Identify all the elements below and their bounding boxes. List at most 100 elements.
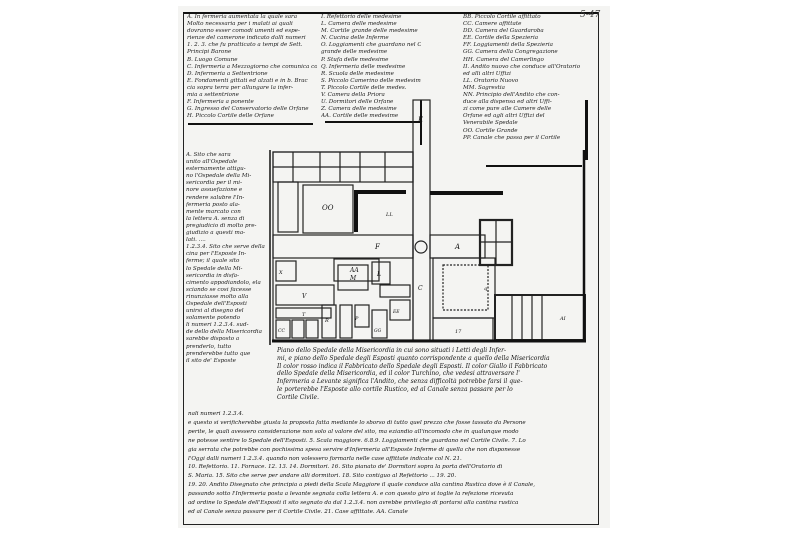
text-line: grande delle medesime <box>321 49 388 56</box>
text-line: prenderebbe tutto que <box>186 350 251 357</box>
text-line: Orfane ed agli altri Uffizi del <box>463 113 545 120</box>
text-line: L. Camera delle medesime <box>321 21 397 28</box>
bottom-paragraph: nali numeri 1.2.3.4. e questo si verifich… <box>188 410 596 517</box>
label-f: F <box>374 243 381 251</box>
label-e: E <box>417 116 423 124</box>
text-line: sciando se così facesse <box>186 286 252 293</box>
text-line: il sito de' Esposte <box>186 357 236 364</box>
text-line: BB. Piccolo Cortile affittato <box>463 14 541 20</box>
text-line: AA. Cortile delle medesime <box>321 113 399 120</box>
text-line: pregiudicio di molto pre- <box>186 222 257 229</box>
text-line: GG. Camera della Congregazione <box>463 49 558 56</box>
text-line: zi come pure alle Camere delle <box>463 106 552 113</box>
text-line: rendere salubre l'In- <box>186 194 245 201</box>
text-line: C. Infermeria a Mezzogiorno che comunica… <box>187 63 317 70</box>
legend-rule-3 <box>486 165 582 167</box>
legend-rule-2 <box>325 121 420 123</box>
text-line: DD. Camera del Guardaroba <box>463 28 544 35</box>
label-cc: CC <box>278 328 285 334</box>
text-line: rienze del camerone indicato dalli numer… <box>187 35 306 42</box>
text-line: Cortile Civile. <box>277 393 319 401</box>
label-ee: EE <box>392 309 400 315</box>
dark-wall-l <box>354 190 406 232</box>
text-line: Venerabile Spedale <box>463 120 518 127</box>
text-line: prenderlo, tutto <box>186 343 232 350</box>
corridor-e <box>412 99 431 341</box>
text-line: G. Ingresso del Conservatorio delle Orfa… <box>187 106 309 113</box>
text-line: Il color rosso indica il Fabbricato dell… <box>277 362 548 370</box>
text-line: ed alli altri Uffizi <box>463 70 511 77</box>
text-line: Q. Infermeria delle medesime <box>321 63 406 70</box>
text-line: cina per l'Esposte In- <box>186 251 247 258</box>
text-line: li numeri 1.2.3.4. sud- <box>186 322 249 329</box>
text-line: lo Spedale della Mi- <box>186 265 243 272</box>
text-line: 1. 2. 3. che fu pratticato a tempi de Se… <box>187 42 303 49</box>
west-block <box>272 151 414 341</box>
label-l: L <box>376 271 381 278</box>
text-line: ed al Canale senza passare per il Cortil… <box>188 508 408 515</box>
text-line: mi, e piano dello Spedale degli Esposti … <box>277 354 550 362</box>
document-sheet <box>178 6 610 528</box>
text-line: ne potesse sentire lo Spedale dell'Espos… <box>188 437 526 444</box>
text-line: e questo si verificherebbe giusta la pro… <box>188 419 526 426</box>
text-line: unirsi al disegno del <box>186 308 244 315</box>
text-line: Molto necessaria per i malati ai quali <box>187 21 293 28</box>
text-line: perite, le quali avessero considerazione… <box>188 428 519 435</box>
text-line: Principi Barone <box>187 49 232 56</box>
text-line: B. Luogo Comune <box>187 56 238 63</box>
text-line: fermeria posto ala- <box>186 201 240 208</box>
legend-divider <box>420 100 422 145</box>
label-c: C <box>418 285 423 292</box>
label-oo: OO <box>322 204 334 212</box>
label-q: q <box>484 286 487 292</box>
plan-walls <box>272 99 586 341</box>
text-line: H. Piccolo Cortile delle Orfane <box>187 113 274 120</box>
text-line: F. Infermeria a ponente <box>187 99 254 106</box>
label-ai: AI <box>559 316 567 322</box>
text-line: unito all'Ospedale <box>186 159 238 166</box>
text-line: O. Loggiamenti che guardano nel Cortile <box>321 42 421 49</box>
text-line: le porterebbe l'Esposte allo cortile Rus… <box>277 385 513 393</box>
dark-walls <box>269 150 586 345</box>
east-courtyard-inner <box>442 264 489 311</box>
text-line: S. Maria. 15. Sito che serve per andare … <box>188 473 457 480</box>
text-line: Infermeria a Levante significa l'Andito,… <box>277 378 523 386</box>
plan-labels: E OO LL F A AA V X M L C T R P EE CC GG … <box>278 116 567 335</box>
room-aa <box>333 258 380 282</box>
southeast-block <box>494 294 586 341</box>
text-line: cimento appodiandolo, ela <box>186 279 261 286</box>
text-line: R. Scuola delle medesime <box>321 70 394 77</box>
text-line: HH. Camera del Camerlingo <box>463 56 544 63</box>
legend-rule-1 <box>188 123 313 125</box>
text-line: OO. Cortile Grande <box>463 127 518 134</box>
plan-title-paragraph: Piano dello Spedale della Misericordia i… <box>277 347 587 402</box>
document-frame <box>183 12 599 525</box>
label-r: R <box>324 318 329 324</box>
text-line: S. Piccolo Camerino delle medesime <box>321 77 421 84</box>
label-ll: LL <box>385 212 393 218</box>
text-line: passando sotto l'Infermeria posta a leva… <box>188 491 514 498</box>
text-line: MM. Sagrestia <box>463 84 505 91</box>
room-t <box>275 307 332 319</box>
text-line: mia a settentrione <box>187 92 239 99</box>
label-gg: GG <box>374 328 382 334</box>
text-line: II. Andito nuovo che conduce all'Oratori… <box>463 63 581 70</box>
text-line: Piano dello Spedale della Misericordia i… <box>277 347 507 354</box>
text-line: sarebbe disposto a <box>186 336 240 343</box>
text-line: I. Refettorio delle medesime <box>321 14 402 20</box>
text-line: FF. Loggiamenti della Spezieria <box>463 42 553 49</box>
text-line: 1.2.3.4. Sito che serve della <box>186 244 265 251</box>
text-line: 10. Refettorio. 11. Fornace. 12. 13. 14.… <box>188 464 503 471</box>
text-line: nali numeri 1.2.3.4. <box>188 411 244 417</box>
label-a: A <box>454 243 460 251</box>
text-line: lati. .... <box>186 237 206 244</box>
room-m <box>337 264 369 291</box>
text-line: no l'Ospedale della Mi- <box>186 173 252 180</box>
text-line: cia sopra terra per allungare la infer- <box>187 84 294 91</box>
text-line: duce alla dispensa ed altri Uffi- <box>463 99 552 106</box>
text-line: gia serrata che potrebbe con pochissima … <box>188 446 521 453</box>
